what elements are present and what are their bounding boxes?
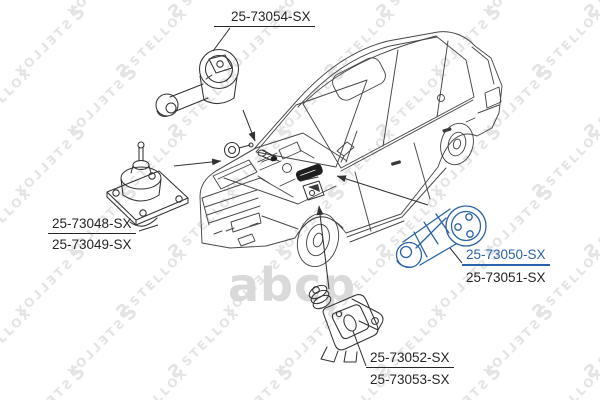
- arrow-hydro-mount-to-bay: [173, 158, 222, 167]
- transmission-mount-drawing: [308, 284, 384, 363]
- part-label-25-73048: 25-73048-SX: [48, 216, 136, 234]
- leader-lines: [138, 27, 463, 367]
- engine-bay-rim: [215, 132, 348, 172]
- front-wheel: [296, 212, 340, 268]
- grille-slats: [201, 189, 261, 226]
- part-label-25-73051: 25-73051-SX: [466, 270, 546, 285]
- mount-location-dark: [295, 164, 323, 182]
- fuel-cap: [437, 94, 445, 102]
- rear-bumper-line: [465, 104, 500, 123]
- hydro-mount-drawing: [106, 141, 189, 227]
- torque-rod-drawing: [155, 48, 240, 117]
- rear-door-seam: [413, 142, 431, 200]
- part-label-25-73050-highlighted: 25-73050-SX: [462, 247, 550, 266]
- car-drawing: [199, 31, 503, 268]
- leader-top-label: [212, 27, 231, 52]
- mount-location-round: [223, 141, 254, 159]
- taillight: [484, 86, 502, 109]
- roof-line: [297, 36, 438, 108]
- part-label-25-73049: 25-73049-SX: [52, 237, 132, 252]
- front-door-seam: [354, 171, 372, 232]
- leader-bottom-label: [352, 330, 367, 367]
- abcp-watermark: abcp: [228, 258, 357, 312]
- rear-wheel: [440, 122, 474, 166]
- front-door-handle: [391, 160, 401, 166]
- vent-window-line: [345, 130, 358, 163]
- mount-location-bracket: [302, 180, 325, 201]
- leader-blue-label: [449, 247, 463, 264]
- arrow-trans-mount-to-bay: [316, 205, 330, 290]
- license-plate: [230, 212, 262, 233]
- part-label-25-73054: 25-73054-SX: [214, 9, 315, 27]
- c-pillar: [436, 40, 449, 118]
- arrow-torque-rod-to-bay: [242, 109, 256, 142]
- engine-detail-circle: [282, 163, 292, 173]
- sill-lower-line: [349, 220, 405, 243]
- fog-lamp: [237, 233, 256, 247]
- b-pillar: [382, 49, 399, 147]
- part-label-25-73053: 25-73053-SX: [370, 372, 450, 387]
- arrow-blue-rod-to-bay: [336, 175, 429, 206]
- side-windows: [302, 35, 475, 169]
- sunroof: [332, 57, 386, 101]
- trunk-seam: [471, 46, 495, 85]
- headlight-right: [278, 141, 302, 160]
- windshield: [255, 79, 368, 168]
- sill-line: [346, 167, 447, 238]
- highlighted-torque-rod-drawing: [395, 205, 487, 269]
- part-label-25-73052: 25-73052-SX: [366, 350, 454, 368]
- side-mirror: [336, 141, 355, 163]
- bumper-lower-details: [213, 215, 299, 235]
- grille-upper: [257, 152, 282, 171]
- bumper-crease: [201, 177, 294, 199]
- engine-details: [257, 149, 315, 187]
- belt-line: [340, 99, 474, 172]
- leader-left-label: [138, 224, 159, 232]
- headlight-left: [212, 159, 258, 190]
- mount-location-bolt: [257, 149, 278, 162]
